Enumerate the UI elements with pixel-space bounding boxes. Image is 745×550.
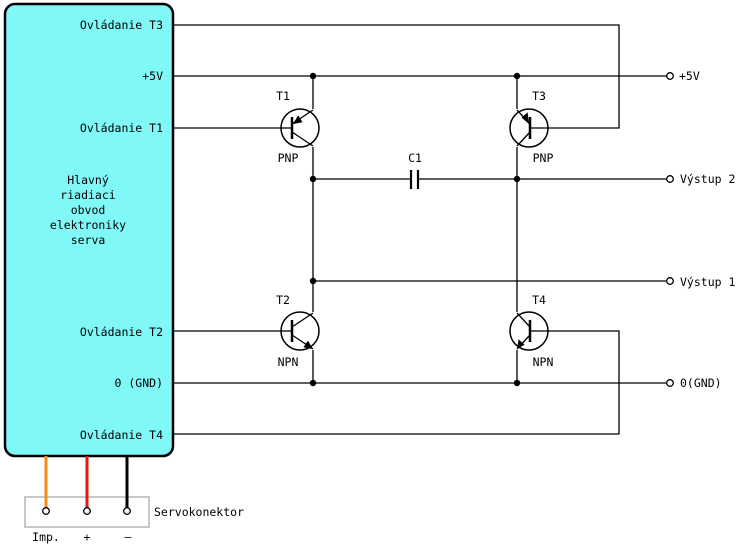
pin-label-t1: Ovládanie T1: [80, 121, 163, 135]
wire-t4-control: [173, 330, 620, 435]
transistor-t1-label: T1: [276, 89, 290, 103]
transistor-t4-label: T4: [532, 293, 546, 307]
pin-label-vcc: +5V: [142, 69, 163, 83]
capacitor-c1-label: C1: [408, 151, 422, 165]
transistor-t3-type: PNP: [533, 151, 554, 165]
transistor-t4-symbol: [509, 311, 549, 351]
connector-pin-impulse: [42, 507, 50, 515]
controller-title-line-1: Hlavný: [67, 173, 109, 187]
controller-block: [3, 2, 175, 458]
transistor-t2-symbol: [280, 311, 320, 351]
transistor-t2-label: T2: [276, 293, 290, 307]
transistor-t2-type: NPN: [278, 355, 299, 369]
controller-title-line-4: elektroniky: [50, 218, 126, 232]
connector-pin-label-impulse: Imp.: [32, 530, 60, 544]
terminal-vcc: [666, 72, 674, 80]
connector-pin-label-plus: +: [84, 530, 91, 544]
wires: [173, 24, 667, 435]
output-label-vcc: +5V: [679, 69, 700, 83]
connector-pin-plus: [83, 507, 91, 515]
pin-label-gnd: 0 (GND): [115, 376, 163, 390]
pin-label-t3: Ovládanie T3: [80, 18, 163, 32]
output-label-gnd: 0(GND): [680, 376, 722, 390]
controller-title-line-3: obvod: [71, 203, 106, 217]
transistor-t4-type: NPN: [533, 355, 554, 369]
transistor-t1-symbol: [280, 108, 320, 148]
controller-title-line-2: riadiaci: [60, 188, 115, 202]
transistor-t3-label: T3: [532, 89, 546, 103]
pin-label-t4: Ovládanie T4: [80, 428, 163, 442]
transistor-t3-symbol: [509, 108, 549, 148]
terminal-output-2: [666, 175, 674, 183]
output-label-output-1: Výstup 1: [680, 275, 735, 289]
connector-pin-minus: [123, 507, 131, 515]
connector-pin-label-minus: –: [125, 530, 132, 544]
output-label-output-2: Výstup 2: [680, 172, 735, 186]
capacitor-c1: [409, 170, 420, 189]
junction-dots: [309, 72, 521, 387]
servo-connector-label: Servokonektor: [154, 505, 244, 519]
terminal-gnd: [666, 379, 674, 387]
transistor-t1-type: PNP: [278, 151, 299, 165]
terminal-output-1: [666, 277, 674, 285]
controller-title-line-5: serva: [71, 233, 106, 247]
pin-label-t2: Ovládanie T2: [80, 325, 163, 339]
